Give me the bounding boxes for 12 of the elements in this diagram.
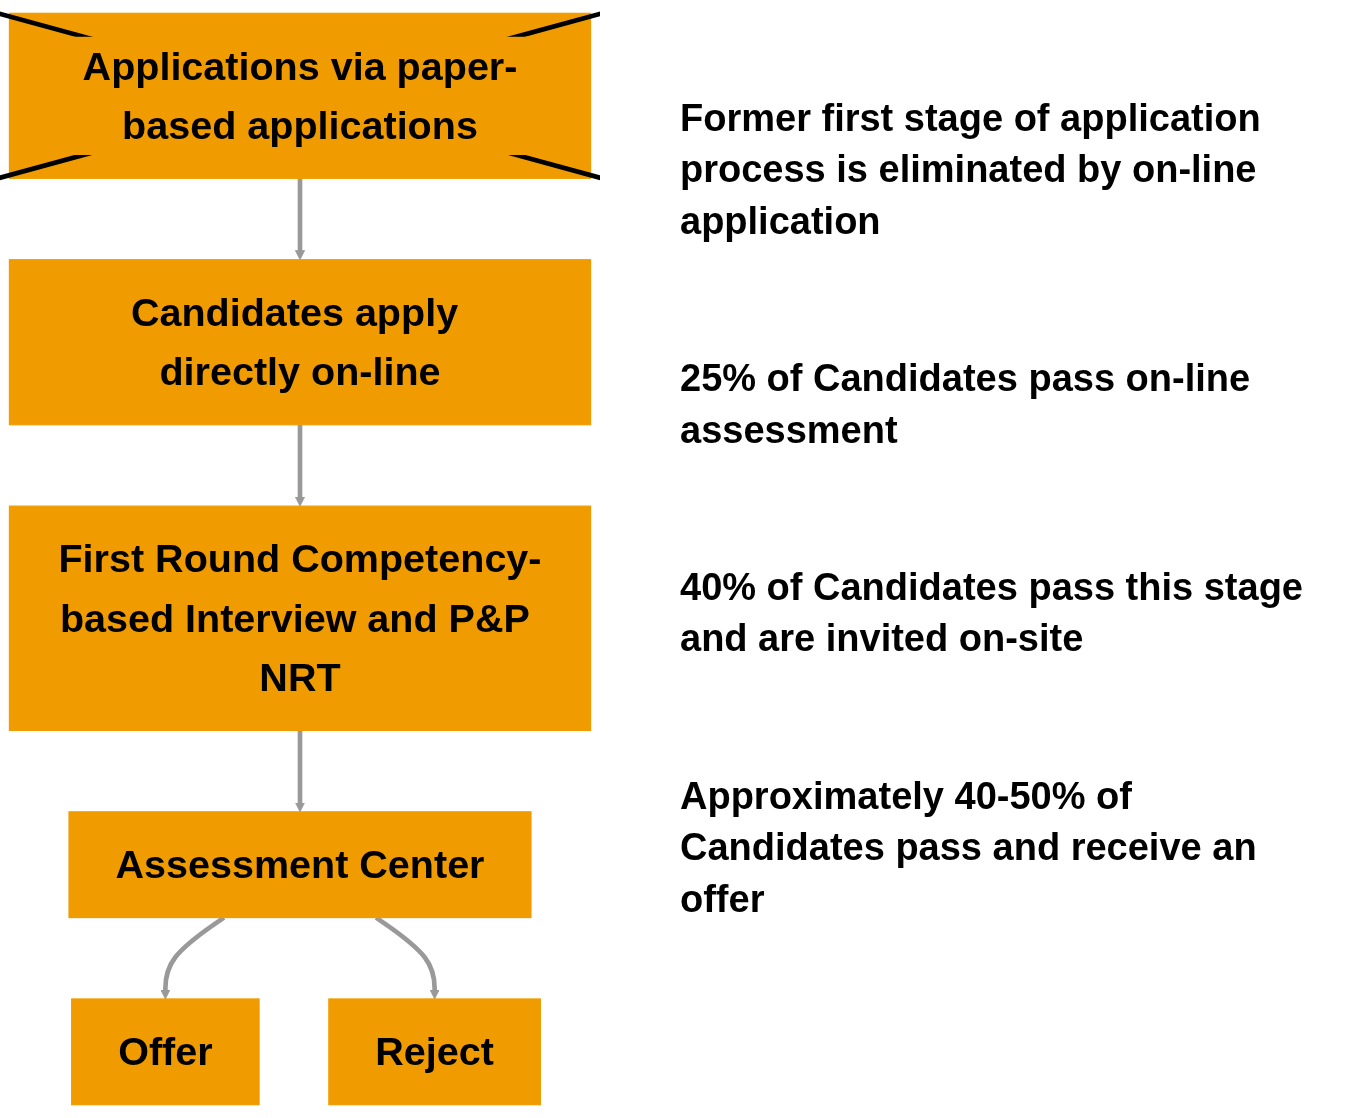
node-box: Offer [71,998,260,1106]
annotation-text: 40% of Candidates pass this stage and are invited on-site [680,565,1304,662]
annotation-text: 25% of Candidates pass on-line assessment [680,356,1252,453]
arrow [294,730,306,813]
node-box: Assessment Center [68,811,532,919]
node-box: Candidates apply directly on-line [8,259,592,426]
annotation-text: Approximately 40-50% of Candidates pass and receive an offer [680,773,1258,922]
node-box: Reject [328,998,541,1106]
arrow [294,424,306,507]
annotation-text: Former first stage of application process is eliminated by on-line application [680,96,1262,244]
arrow [294,178,306,261]
node-box: First Round Competency-based Interview and P&P NRT [8,505,592,732]
